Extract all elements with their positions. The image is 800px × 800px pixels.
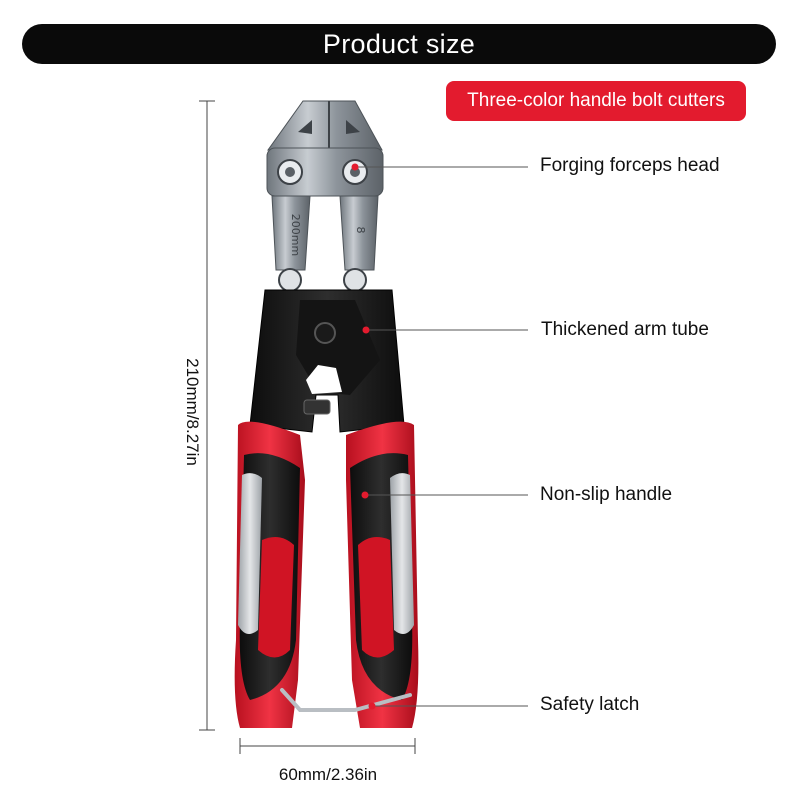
- callout-label-latch: Safety latch: [540, 694, 640, 715]
- left-handle: [234, 421, 305, 728]
- product-badge-text: Three-color handle bolt cutters: [467, 90, 725, 111]
- engraving-left: 200mm: [289, 214, 302, 256]
- callout-dot-handle: [361, 491, 369, 499]
- callout-dot-latch: [368, 702, 376, 710]
- right-handle: [346, 421, 419, 728]
- page-title: Product size: [322, 28, 476, 59]
- engraving-right: 8: [354, 227, 367, 234]
- title-bar: Product size: [22, 24, 776, 64]
- callout-label-handle: Non-slip handle: [540, 484, 673, 505]
- forceps-head: 200mm 8: [266, 100, 384, 292]
- callout-dot-forceps-head: [351, 163, 359, 171]
- callout-label-arm-tube: Thickened arm tube: [541, 319, 709, 340]
- callout-label-forceps-head: Forging forceps head: [540, 155, 720, 176]
- height-dimension-line: [199, 100, 215, 731]
- width-dimension-line: [239, 738, 416, 754]
- width-dimension-label: 60mm/2.36in: [278, 765, 378, 784]
- arm-tube: [249, 289, 405, 433]
- product-badge: Three-color handle bolt cutters: [446, 81, 746, 121]
- height-dimension-label: 210mm/8.27in: [183, 358, 202, 466]
- safety-latch: [280, 688, 412, 712]
- callout-dot-arm-tube: [362, 326, 370, 334]
